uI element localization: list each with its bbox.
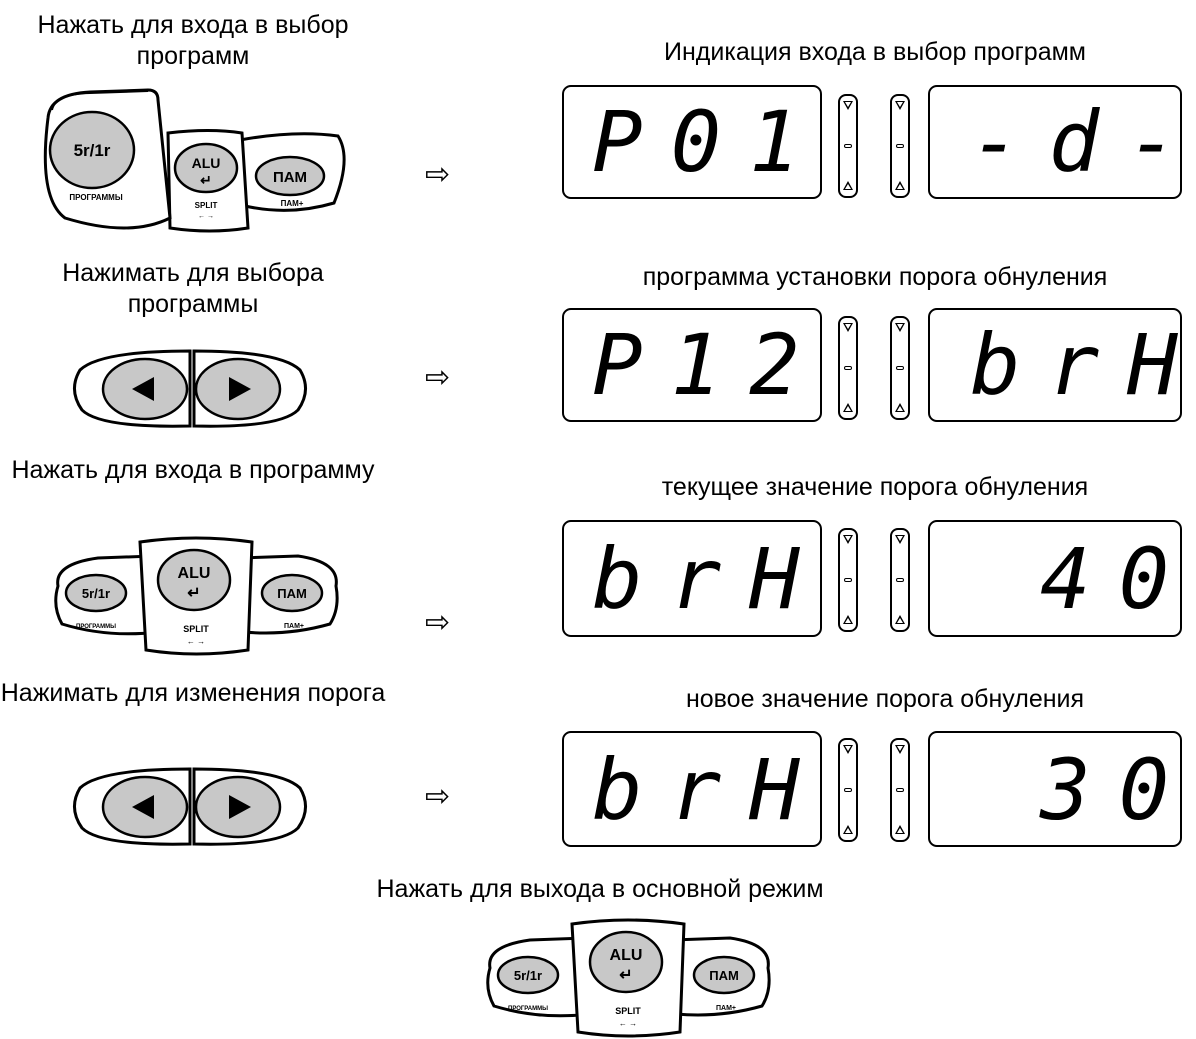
step2-indication: программа установки порога обнуления	[642, 263, 1108, 291]
keypad-exit: 5r/1r ПРОГРАММЫ ПАМ ПАМ+ ALU ↵ SPLIT ← →	[486, 918, 771, 1038]
step3-arrow: ⇨	[425, 606, 451, 639]
step1-indication: Индикация входа в выбор программ	[664, 38, 1086, 66]
arrow-keys-change	[73, 767, 307, 846]
right-arrow-icon	[229, 795, 251, 819]
svg-text:← →: ← →	[187, 637, 205, 646]
step3-display-left: brH	[562, 520, 822, 637]
step1-display-left: P01	[562, 85, 822, 199]
step1-display-right: -d-	[928, 85, 1182, 199]
step3-indicator-left	[838, 528, 858, 632]
sr-key-label: 5r/1r	[74, 141, 111, 160]
step1-instruction: Нажать для входа в выбор программ	[37, 11, 349, 70]
svg-text:↵: ↵	[619, 967, 632, 984]
step4-instruction: Нажимать для изменения порога	[0, 679, 386, 707]
svg-text:ПАМ+: ПАМ+	[716, 1005, 736, 1012]
step3-instruction: Нажать для входа в программу	[11, 456, 375, 484]
svg-text:SPLIT: SPLIT	[195, 201, 218, 210]
svg-text:← →: ← →	[619, 1019, 637, 1028]
svg-text:SPLIT: SPLIT	[183, 624, 209, 634]
step4-indication: новое значение порога обнуления	[685, 685, 1085, 713]
svg-text:↵: ↵	[187, 585, 200, 602]
final-instruction: Нажать для выхода в основной режим	[376, 875, 824, 903]
svg-text:ПАМ+: ПАМ+	[284, 623, 304, 630]
svg-text:ПРОГРАММЫ: ПРОГРАММЫ	[508, 1006, 548, 1012]
left-arrow-icon	[132, 377, 154, 401]
step2-display-left: P12	[562, 308, 822, 422]
svg-text:ПРОГРАММЫ: ПРОГРАММЫ	[76, 624, 116, 630]
step1-indicator-left	[838, 94, 858, 198]
pam-key-label: ПАМ	[273, 169, 307, 186]
step4-display-right: 30	[928, 731, 1182, 847]
arrow-keys	[73, 349, 307, 428]
svg-text:5r/1r: 5r/1r	[514, 968, 542, 983]
svg-text:ALU: ALU	[610, 947, 643, 964]
svg-text:5r/1r: 5r/1r	[82, 586, 110, 601]
svg-text:ПАМ+: ПАМ+	[281, 199, 304, 208]
keypad-alu-highlight: 5r/1r ПРОГРАММЫ ПАМ ПАМ+ ALU ↵ SPLIT ← →	[54, 536, 339, 656]
step3-indication: текущее значение порога обнуления	[661, 473, 1089, 501]
right-arrow-icon	[229, 377, 251, 401]
step3-indicator-right	[890, 528, 910, 632]
step1-arrow: ⇨	[425, 158, 451, 191]
step2-display-right: brH	[928, 308, 1182, 422]
svg-text:← →: ← →	[198, 213, 214, 220]
svg-text:↵: ↵	[200, 172, 212, 188]
step2-indicator-right	[890, 316, 910, 420]
step3-display-right: 40	[928, 520, 1182, 637]
step4-display-left: brH	[562, 731, 822, 847]
step4-indicator-left	[838, 738, 858, 842]
left-arrow-icon	[132, 795, 154, 819]
step2-arrow: ⇨	[425, 361, 451, 394]
keypad-programs-highlight: ПАМ ПАМ+ ALU ↵ SPLIT ← → 5r/1r ПРОГРАММЫ	[43, 88, 346, 233]
svg-text:ALU: ALU	[192, 155, 221, 171]
svg-text:ПАМ: ПАМ	[277, 586, 307, 601]
svg-text:ПАМ: ПАМ	[709, 968, 739, 983]
svg-text:SPLIT: SPLIT	[615, 1006, 641, 1016]
step2-instruction: Нажимать для выбора программы	[62, 259, 324, 318]
step2-indicator-left	[838, 316, 858, 420]
step4-indicator-right	[890, 738, 910, 842]
svg-text:ПРОГРАММЫ: ПРОГРАММЫ	[69, 193, 122, 202]
step1-indicator-right	[890, 94, 910, 198]
step4-arrow: ⇨	[425, 780, 451, 813]
svg-text:ALU: ALU	[178, 565, 211, 582]
